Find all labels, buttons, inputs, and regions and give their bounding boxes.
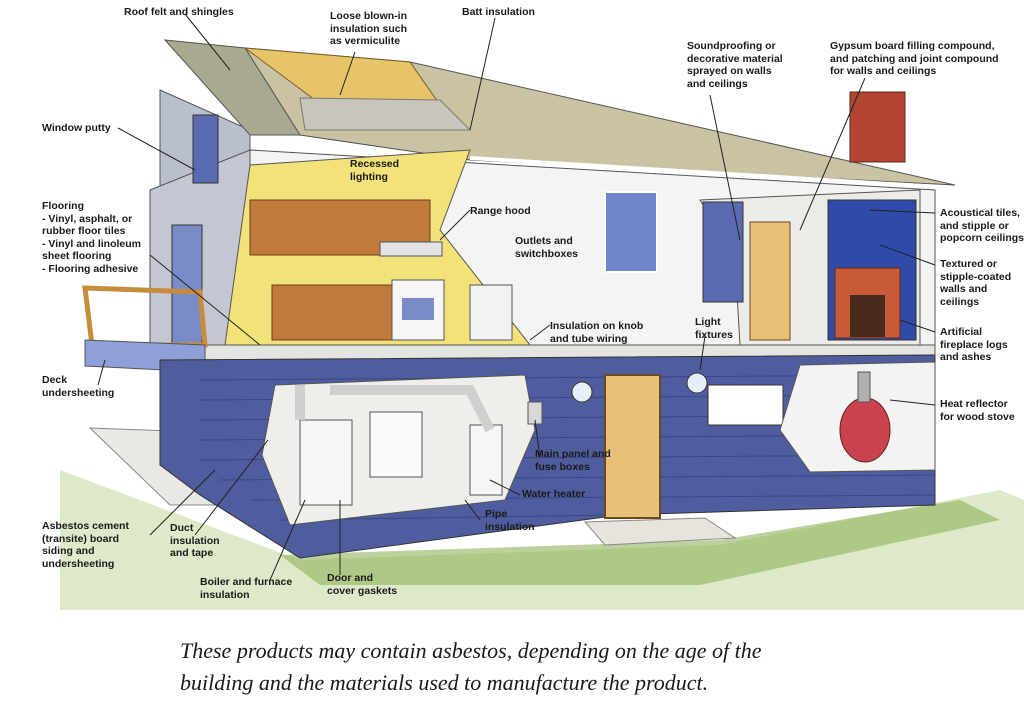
wood-stove bbox=[839, 397, 891, 463]
furnace bbox=[299, 419, 353, 506]
label-heat-reflector: Heat reflector for wood stove bbox=[940, 398, 1015, 423]
label-acoustical: Acoustical tiles, and stipple or popcorn… bbox=[940, 207, 1024, 244]
label-knob-tube: Insulation on knob and tube wiring bbox=[550, 320, 644, 345]
dishwasher bbox=[469, 284, 513, 341]
caption-line-2: building and the materials used to manuf… bbox=[180, 670, 709, 695]
water-heater-tank bbox=[469, 424, 503, 496]
right-window bbox=[702, 201, 744, 303]
label-boiler: Boiler and furnace insulation bbox=[200, 576, 293, 601]
stove-pipe bbox=[857, 371, 871, 403]
label-duct: Duct insulation and tape bbox=[170, 522, 220, 559]
label-range-hood: Range hood bbox=[470, 205, 531, 217]
front-step bbox=[583, 517, 737, 546]
roof-fascia bbox=[469, 156, 956, 190]
grass-ground bbox=[60, 470, 1024, 610]
caption-line-1: These products may contain asbestos, dep… bbox=[180, 638, 762, 663]
grass-ground-dark bbox=[280, 500, 1000, 585]
label-recessed: Recessed lighting bbox=[350, 158, 400, 183]
label-siding: Asbestos cement (transite) board siding … bbox=[42, 520, 129, 570]
light-fixture-right bbox=[686, 372, 708, 394]
light-fixture-left bbox=[571, 381, 593, 403]
front-door bbox=[604, 374, 661, 519]
label-loose-fill: Loose blown-in insulation such as vermic… bbox=[330, 10, 408, 47]
roof-left-slope bbox=[163, 39, 301, 136]
label-soundproofing: Soundproofing or decorative material spr… bbox=[687, 40, 783, 90]
label-main-panel: Main panel and fuse boxes bbox=[535, 448, 611, 473]
label-roof-felt: Roof felt and shingles bbox=[124, 6, 234, 18]
lower-cabinets bbox=[271, 284, 393, 341]
label-gypsum: Gypsum board filling compound, and patch… bbox=[830, 40, 999, 77]
left-window bbox=[192, 114, 219, 184]
label-light-fixtures: Light fixtures bbox=[695, 316, 733, 341]
label-deck: Deck undersheeting bbox=[42, 374, 115, 399]
label-water-heater: Water heater bbox=[522, 488, 586, 500]
electrical-panel bbox=[527, 401, 543, 425]
label-fireplace: Artificial fireplace logs and ashes bbox=[940, 326, 1008, 363]
washer bbox=[369, 411, 423, 478]
label-pipe: Pipe insulation bbox=[485, 508, 535, 533]
label-textured: Textured or stipple-coated walls and cei… bbox=[940, 258, 1012, 308]
label-outlets: Outlets and switchboxes bbox=[515, 235, 579, 260]
front-window bbox=[604, 191, 658, 273]
leader-lines bbox=[97, 13, 936, 581]
label-window-putty: Window putty bbox=[42, 122, 111, 134]
upstairs-door bbox=[749, 221, 791, 341]
ducts bbox=[295, 385, 495, 433]
chimney bbox=[849, 91, 906, 163]
lower-window bbox=[707, 384, 784, 426]
label-batt: Batt insulation bbox=[462, 6, 535, 18]
label-door-gaskets: Door and cover gaskets bbox=[327, 572, 398, 597]
oven-window bbox=[402, 298, 434, 320]
fireplace-opening bbox=[850, 295, 885, 337]
range-hood bbox=[379, 241, 443, 257]
label-flooring: Flooring - Vinyl, asphalt, or rubber flo… bbox=[42, 200, 141, 275]
